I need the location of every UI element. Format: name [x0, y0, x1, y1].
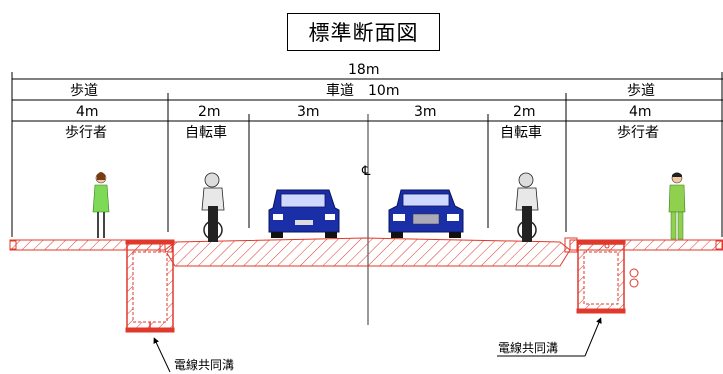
- diagram-title: 標準断面図: [287, 13, 440, 51]
- pedestrian-left-icon: [92, 172, 110, 238]
- centerline-symbol: ℄: [362, 164, 371, 179]
- width-4m-right: 4m: [629, 104, 652, 120]
- sidewalk-right-label: 歩道: [627, 83, 655, 99]
- cyclist-right-icon: [515, 172, 539, 242]
- cyclist-left-icon: [201, 172, 225, 242]
- sidewalk-left-label: 歩道: [70, 83, 98, 99]
- zone-pedestrian-left: 歩行者: [65, 125, 107, 141]
- total-width-label: 18m: [348, 62, 380, 78]
- utility-trench-right-label: 電線共同溝: [498, 341, 559, 355]
- pedestrian-right-icon: [668, 172, 686, 240]
- utility-trench-left-label: 電線共同溝: [174, 358, 235, 372]
- width-2m-right: 2m: [513, 104, 536, 120]
- zone-bicycle-left: 自転車: [185, 125, 227, 141]
- width-2m-left: 2m: [198, 104, 221, 120]
- leader-right: [584, 317, 602, 357]
- dimension-lines: [11, 72, 723, 325]
- utility-trench-right: [576, 239, 639, 314]
- car-left-icon: [268, 189, 340, 238]
- utility-trench-left: [125, 239, 175, 333]
- leader-left: [153, 337, 171, 373]
- car-right-icon: [388, 189, 464, 238]
- zone-pedestrian-right: 歩行者: [617, 125, 659, 141]
- zone-bicycle-right: 自転車: [500, 125, 542, 141]
- width-3m-left: 3m: [297, 104, 320, 120]
- width-3m-right: 3m: [414, 104, 437, 120]
- roadway-label: 車道 10m: [326, 83, 400, 99]
- road-section: [9, 237, 723, 267]
- width-4m-left: 4m: [76, 104, 99, 120]
